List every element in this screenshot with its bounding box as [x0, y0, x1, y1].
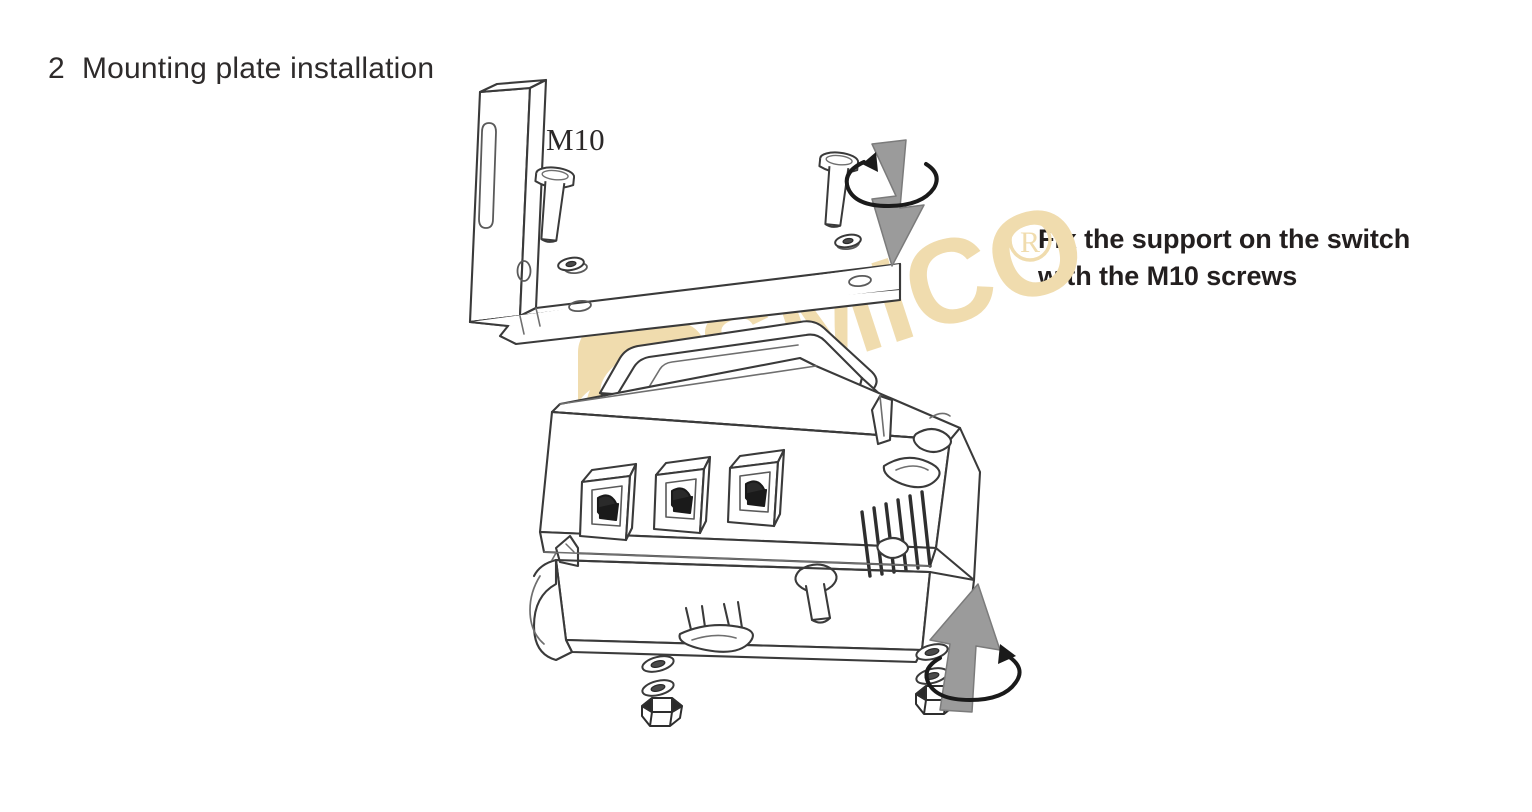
assembly-arrow-up — [924, 583, 1022, 713]
fastener-stack-left — [641, 655, 683, 727]
switch-body — [529, 320, 982, 664]
washer-left-lower-2 — [641, 679, 675, 697]
mounting-bracket — [468, 78, 902, 346]
terminal-block-3 — [726, 448, 786, 528]
assembly-arrow-down — [844, 139, 939, 267]
vent-slots — [860, 490, 932, 578]
switch-mounting-foot-right — [794, 563, 838, 624]
washer-right-lower-1 — [915, 643, 949, 661]
terminal-block-2 — [652, 455, 712, 535]
switch-mounting-foot-left — [529, 534, 580, 662]
screw-left — [534, 166, 576, 243]
washer-left-lower-1 — [641, 655, 675, 673]
callout-line-1: Fix the support on the switch — [1038, 224, 1411, 254]
callout-line-2: with the M10 screws — [1038, 260, 1298, 291]
switch-base-tab — [678, 600, 754, 653]
screw-size-label: M10 — [546, 122, 605, 157]
svg-text:R: R — [1020, 226, 1040, 259]
screw-right — [818, 151, 860, 228]
terminal-block-1 — [578, 462, 638, 542]
washer-right-upper — [834, 233, 862, 249]
registered-mark-icon: R — [1008, 218, 1052, 262]
switch-side-latch — [870, 394, 953, 489]
nut-left — [641, 697, 683, 727]
washer-left-upper — [557, 256, 585, 272]
page-title: 2 Mounting plate installation — [48, 52, 435, 85]
instruction-callout: Fix the support on the switch with the M… — [1038, 221, 1410, 295]
